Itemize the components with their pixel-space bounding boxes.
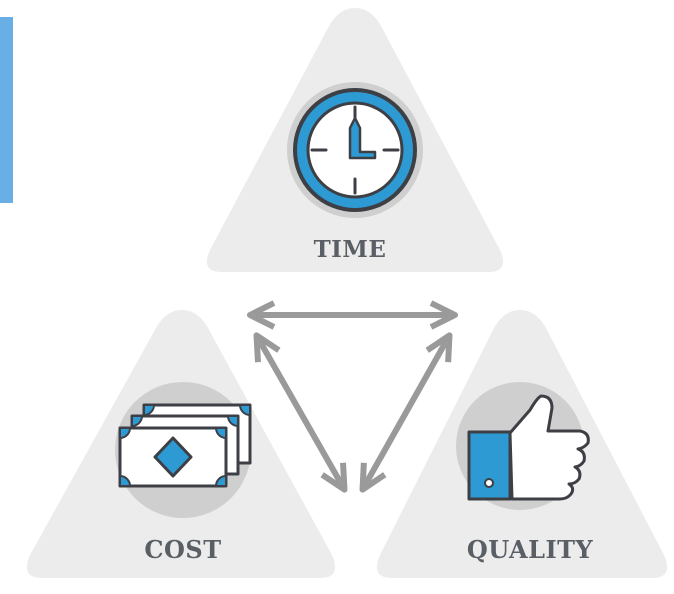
arrow-cost-link	[253, 332, 348, 493]
money-icon	[118, 403, 252, 488]
thumbs-up-icon	[467, 394, 590, 501]
cost-label: COST	[144, 535, 222, 564]
time-label: TIME	[313, 236, 387, 263]
side-tab-accent	[0, 17, 13, 203]
arrow-quality-link	[359, 332, 453, 493]
quality-label: QUALITY	[466, 535, 594, 564]
clock-icon	[293, 88, 417, 212]
